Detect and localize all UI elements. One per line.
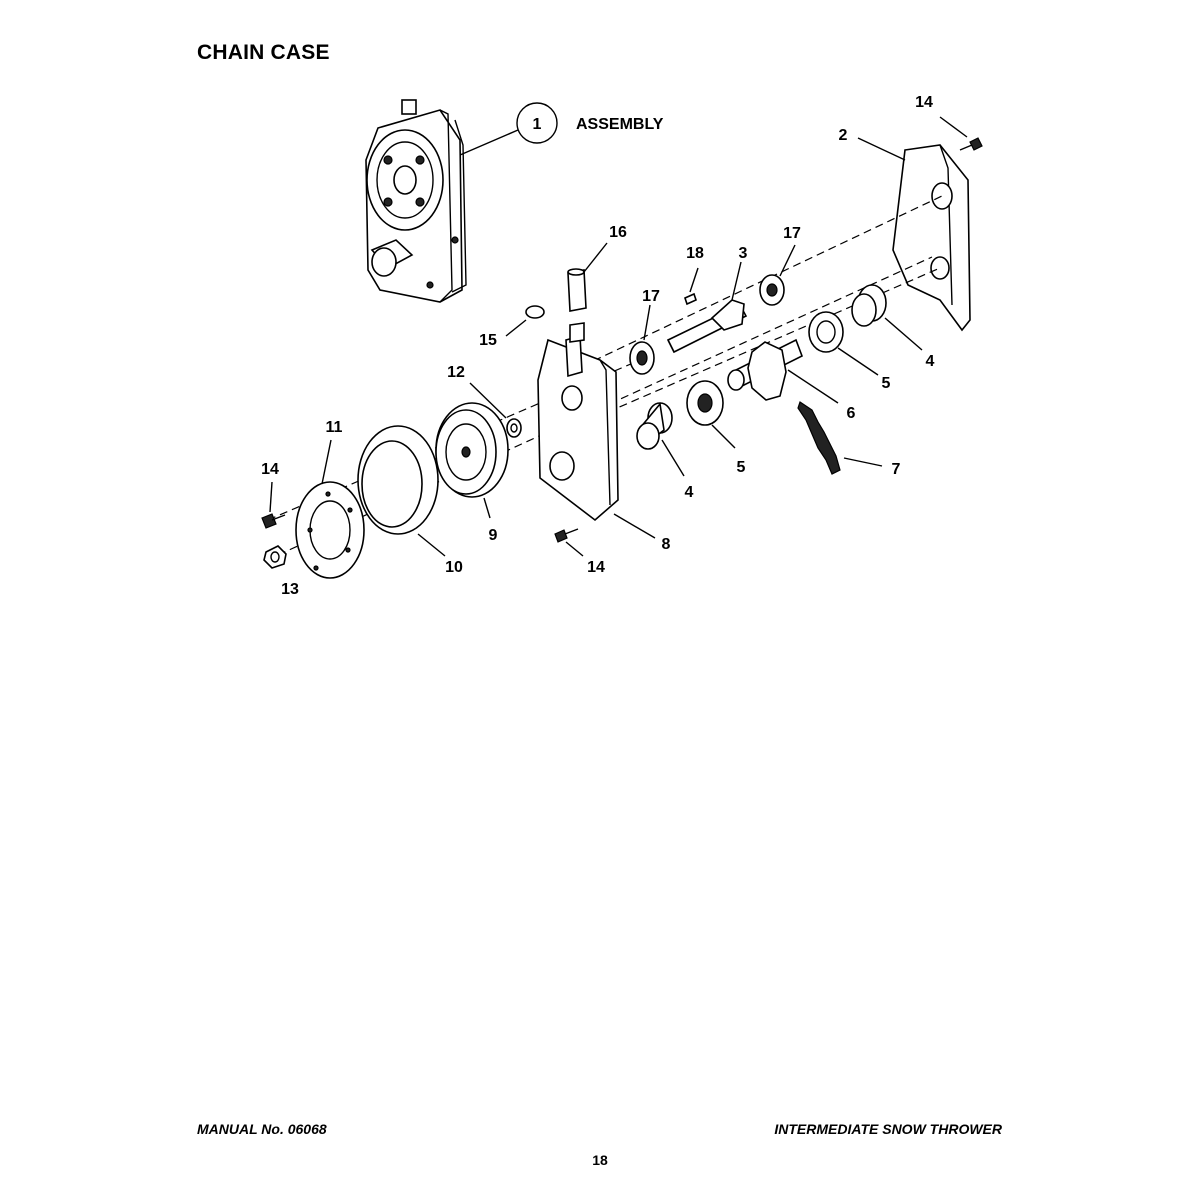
part-5-bearing-right <box>808 311 844 353</box>
callout-12: 12 <box>447 364 465 381</box>
callout-3: 3 <box>739 245 748 262</box>
callout-17-left: 17 <box>642 288 660 305</box>
part-9-pulley <box>435 402 509 498</box>
callout-1: 1 <box>533 116 542 133</box>
callout-14-bottom: 14 <box>587 559 605 576</box>
part-4-bushing-center <box>636 402 673 450</box>
callout-6: 6 <box>847 405 856 422</box>
callout-9: 9 <box>489 527 498 544</box>
part-2-side-plate <box>892 144 971 332</box>
part-3-shaft <box>666 299 748 354</box>
callout-4-center: 4 <box>685 484 694 501</box>
callout-17-right: 17 <box>783 225 801 242</box>
part-14-bolt-left <box>261 513 286 529</box>
part-15-clip <box>525 305 545 319</box>
page-title: CHAIN CASE <box>197 41 330 64</box>
callout-16: 16 <box>609 224 627 241</box>
part-4-bushing-right <box>851 284 887 327</box>
chain-case-assembly-drawing <box>365 99 467 303</box>
callout-5-right: 5 <box>882 375 891 392</box>
product-name: INTERMEDIATE SNOW THROWER <box>774 1121 1002 1137</box>
part-14-bolt-top <box>959 137 983 151</box>
part-14-bolt-bottom <box>554 528 579 543</box>
assembly-number-circle <box>516 102 558 144</box>
part-16-tube <box>567 268 587 343</box>
part-12-washer <box>506 418 522 438</box>
part-7-chain <box>797 401 841 475</box>
callout-14-left: 14 <box>261 461 279 478</box>
part-13-nut <box>263 545 287 569</box>
part-18-key <box>684 292 697 306</box>
part-10-ring <box>357 425 439 535</box>
callout-7: 7 <box>892 461 901 478</box>
manual-number: MANUAL No. 06068 <box>197 1121 327 1137</box>
callout-15: 15 <box>479 332 497 349</box>
part-8-center-plate <box>537 334 619 522</box>
callout-8: 8 <box>662 536 671 553</box>
part-11-plate <box>295 481 365 579</box>
part-6-sprocket-shaft <box>727 338 804 401</box>
callout-11: 11 <box>326 419 343 436</box>
callout-10: 10 <box>445 559 463 576</box>
callout-14-top: 14 <box>915 94 933 111</box>
callout-2: 2 <box>839 127 848 144</box>
part-17-bearing-left <box>629 341 655 375</box>
callout-13: 13 <box>281 581 299 598</box>
part-5-bearing-center <box>686 380 724 426</box>
page-number: 18 <box>592 1152 608 1168</box>
callout-18: 18 <box>686 245 704 262</box>
assembly-label: ASSEMBLY <box>576 116 664 133</box>
part-17-bearing-right <box>759 274 785 306</box>
callout-4-right: 4 <box>926 353 935 370</box>
callout-5-center: 5 <box>737 459 746 476</box>
